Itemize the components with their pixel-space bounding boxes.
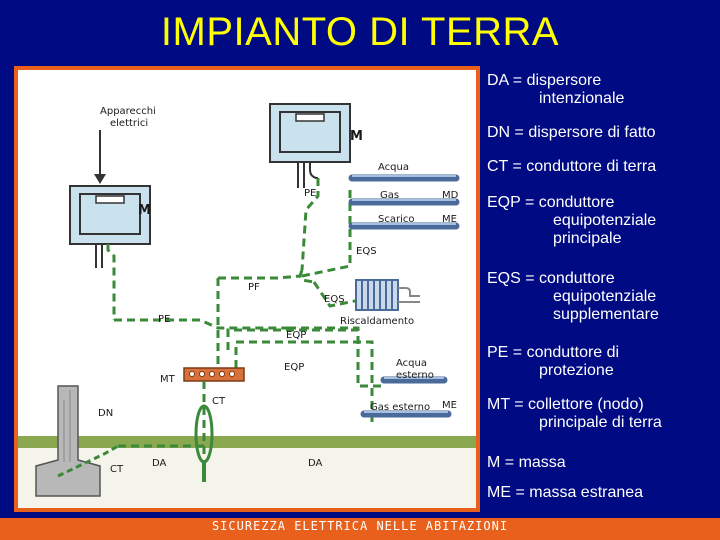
legend-item-eqs: EQS = conduttore equipotenziale suppleme… <box>487 270 659 323</box>
label-eqs-mid: EQS <box>324 294 345 305</box>
label-pe-left: PE <box>158 314 170 325</box>
label-pf: PF <box>248 282 260 293</box>
diagram-frame: Apparecchi elettrici M M Acqua Gas MD Sc… <box>14 66 480 512</box>
legend-item-dn: DN = dispersore di fatto <box>487 124 656 141</box>
label-ct-mid: CT <box>212 396 226 407</box>
label-apparecchi-2: elettrici <box>110 118 148 129</box>
grounding-diagram: Apparecchi elettrici M M Acqua Gas MD Sc… <box>18 70 476 508</box>
appliance-box-top-inner <box>279 111 341 153</box>
label-pe-top: PE <box>304 188 316 199</box>
footer-bar <box>0 518 720 540</box>
label-mt: MT <box>160 374 176 385</box>
label-acqua-esterno-2: esterno <box>396 370 434 381</box>
label-acqua-esterno-1: Acqua <box>396 358 427 369</box>
ground-surface <box>18 436 476 448</box>
legend-item-mt: MT = collettore (nodo) principale di ter… <box>487 396 662 431</box>
diagram-svg: Apparecchi elettrici M M Acqua Gas MD Sc… <box>18 103 476 508</box>
label-acqua: Acqua <box>378 162 409 173</box>
label-eqp-low: EQP <box>284 362 304 373</box>
label-me-low: ME <box>442 400 457 411</box>
label-ct-low: CT <box>110 464 124 475</box>
label-da-left: DA <box>152 458 167 469</box>
legend-item-da: DA = dispersore intenzionale <box>487 72 625 107</box>
label-md: MD <box>442 190 459 201</box>
label-da-mid: DA <box>308 458 323 469</box>
label-dn: DN <box>98 408 113 419</box>
footer-text: SICUREZZA ELETTRICA NELLE ABITAZIONI <box>211 519 509 533</box>
legend-item-ct: CT = conduttore di terra <box>487 158 657 175</box>
appliance-box-left-inner <box>79 193 141 235</box>
label-m-top: M <box>350 129 363 144</box>
legend-item-m: M = massa <box>487 454 566 471</box>
foundation <box>35 385 101 497</box>
label-eqp-mid: EQP <box>286 330 306 341</box>
radiator <box>355 279 420 311</box>
label-m-left: M <box>138 203 151 218</box>
label-eqs-top: EQS <box>356 246 377 257</box>
label-gas: Gas <box>380 190 399 201</box>
label-scarico: Scarico <box>378 214 414 225</box>
slide-title: IMPIANTO DI TERRA <box>160 10 560 54</box>
legend-item-eqp: EQP = conduttore equipotenziale principa… <box>487 194 657 247</box>
legend-item-me: ME = massa estranea <box>487 484 644 501</box>
legend-item-pe: PE = conduttore di protezione <box>487 344 620 379</box>
label-gas-esterno: Gas esterno <box>370 402 430 413</box>
label-me-top: ME <box>442 214 457 225</box>
label-apparecchi-1: Apparecchi <box>100 106 156 117</box>
label-riscaldamento: Riscaldamento <box>340 316 414 327</box>
appliance-top-plug <box>295 113 325 122</box>
